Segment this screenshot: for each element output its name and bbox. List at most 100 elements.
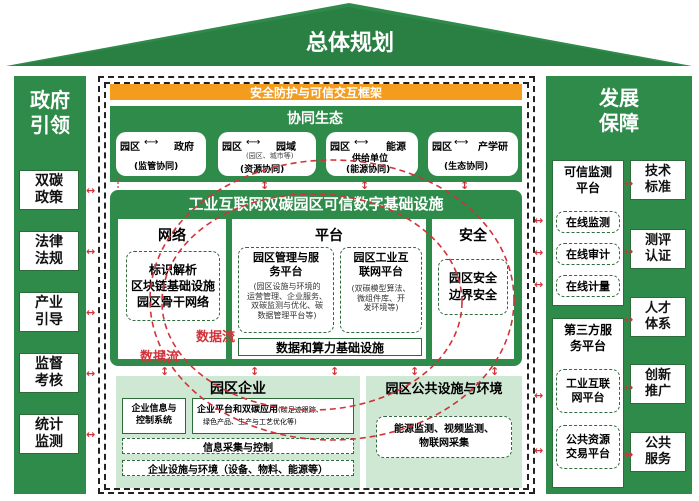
right-item-tech-standard: 技术标准 [630,160,686,200]
collab-right-label: 政府 [174,142,194,153]
right-item-talent: 人才体系 [630,297,686,337]
collab-item-government: 园区 ⟷ 政府 (监管协同) [116,132,206,176]
double-arrow-icon: ↔ [86,428,96,441]
collab-sub: (监管协同) [134,162,179,172]
security-bar: 安全防护与可信交互框架 [110,84,522,100]
title-line: 园区管理与服 [253,251,319,264]
double-arrow-icon: ⟷ [246,137,261,148]
title-line: 务平台 [269,264,303,278]
item-line: 工业互联 [566,376,610,390]
park-mgmt-platform: 园区管理与服 务平台 (园区设施与环境的 运营管理、企业服务、 双碳监测与优化、… [238,247,334,333]
title-line: 可信监测 [563,165,612,179]
item-line: 公共资源 [566,432,610,446]
collab-right-label: 能源 [386,142,406,153]
collab-item-research: 园区 ⟷ 产学研 (生态协同) [428,132,518,176]
item-line: 创新 [644,368,671,384]
platform-box: 平台 园区管理与服 务平台 (园区设施与环境的 运营管理、企业服务、 双碳监测与… [232,219,426,359]
iiot-platform-service: 工业互联 网平台 [556,369,620,413]
right-item-public-service: 公共服务 [630,432,686,472]
digital-infra-title: 工业互联网双碳园区可信数字基础设施 [188,194,444,213]
vertical-arrow-icon: ↕ [490,365,500,378]
item-line: 法规 [35,251,63,267]
double-arrow-icon: ↔ [86,367,96,380]
enterprise-title: 园区企业 [210,381,266,397]
title-line: 第三方服 [563,323,612,337]
safety-line: 园区安全 [448,271,497,286]
vertical-arrow-icon: ↕ [250,365,260,378]
double-arrow-icon: ↔ [534,214,544,227]
desc-line: 微组件库、开 [357,293,405,303]
park-iiot-title: 园区工业互 联网平台 [341,251,421,279]
collab-note: (园区、城市等) [246,152,294,160]
item-line: 网平台 [571,391,605,404]
desc-line: 发环境等) [363,303,399,313]
safety-items: 园区安全 边界安全 [438,259,508,315]
data-flow-label-1: 数据流 [196,330,236,345]
left-item-supervision: 监督考核 [19,353,79,393]
third-party-platform: 第三方服 务平台 工业互联 网平台 公共资源 交易平台 [552,318,624,488]
double-arrow-icon: ⟷ [354,137,369,148]
title-line: 务平台 [569,338,606,353]
collab-title: 协同生态 [287,111,343,127]
item-line: 推广 [644,384,671,399]
info-line: 控制系统 [135,416,172,426]
public-monitoring: 能源监测、视频监测、 物联网采集 [376,416,512,458]
enterprise-info-system: 企业信息与 控制系统 [122,398,186,434]
left-item-laws: 法律法规 [19,231,79,271]
right-title-line: 发展 [599,86,639,110]
title-line: 园区工业互 [353,251,409,264]
vertical-arrow-icon: ↕ [460,179,470,192]
online-audit: 在线审计 [556,243,620,265]
title-line: 平台 [575,180,600,195]
double-arrow-icon: ⟷ [144,137,159,148]
safety-box: 安全 园区安全 边界安全 [432,219,514,359]
item-line: 公共 [644,436,671,452]
collab-left-label: 园区 [120,142,140,153]
park-iiot-platform: 园区工业互 联网平台 (双碳模型算法、 微组件库、开 发环境等) [340,247,422,333]
desc-line: (双碳模型算法、 [351,284,411,293]
collab-left-label: 园区 [432,142,452,153]
public-line: 能源监测、视频监测、 [394,424,494,435]
item-line: 考核 [35,373,63,389]
left-title: 政府 引领 [14,88,86,138]
desc-line: 双碳监测与优化、碳 [251,301,323,311]
item-line: 监督 [35,356,63,373]
enterprise-platform: 企业平台和双碳应用(碳足迹跟踪、 绿色产品、生产与工艺优化等) [192,398,354,434]
double-arrow-icon: ↔ [624,448,634,461]
data-compute-infra: 数据和算力基础设施 [238,338,422,356]
roof [6,3,692,66]
vertical-arrow-icon: ↕ [360,179,370,192]
double-arrow-icon: ↔ [534,444,544,457]
park-mgmt-title: 园区管理与服 务平台 [239,251,333,279]
item-line: 统计 [35,417,63,434]
title-line: 联网平台 [359,264,403,278]
network-items: 标识解析 区块链基础设施 园区骨干网络 [126,251,220,321]
online-metering: 在线计量 [556,275,620,297]
public-line: 物联网采集 [419,438,469,449]
right-title: 发展 保障 [586,86,652,136]
item-line: 技术 [644,164,671,180]
third-party-title: 第三方服 务平台 [553,323,623,354]
roof-title: 总体规划 [305,31,394,56]
left-item-dual-carbon-policy: 双碳政策 [19,170,79,210]
double-arrow-icon: ↔ [534,246,544,259]
vertical-arrow-icon: ↕ [260,179,270,192]
double-arrow-icon: ↔ [624,381,634,394]
public-title: 园区公共设施与环境 [385,382,503,397]
item-line: 人才 [644,301,671,317]
right-title-line: 保障 [599,111,639,135]
collab-sub: (生态协同) [444,162,489,172]
item-line: 认证 [644,249,671,264]
desc-line: 数据管理平台等) [257,310,317,320]
info-collect-control: 信息采集与控制 [122,438,354,454]
collab-left-label: 园区 [330,142,350,153]
platform-note-2: 绿色产品、生产与工艺优化等) [203,418,297,426]
desc-line: (园区设施与环境的 [253,282,321,291]
public-resource-trading: 公共资源 交易平台 [556,425,620,469]
item-line: 交易平台 [566,447,610,460]
double-arrow-icon: ⟷ [454,137,469,148]
info-line: 企业信息与 [131,404,177,415]
item-line: 测评 [644,233,671,249]
item-line: 产业 [35,295,63,312]
vertical-arrow-icon: ↕ [410,365,420,378]
